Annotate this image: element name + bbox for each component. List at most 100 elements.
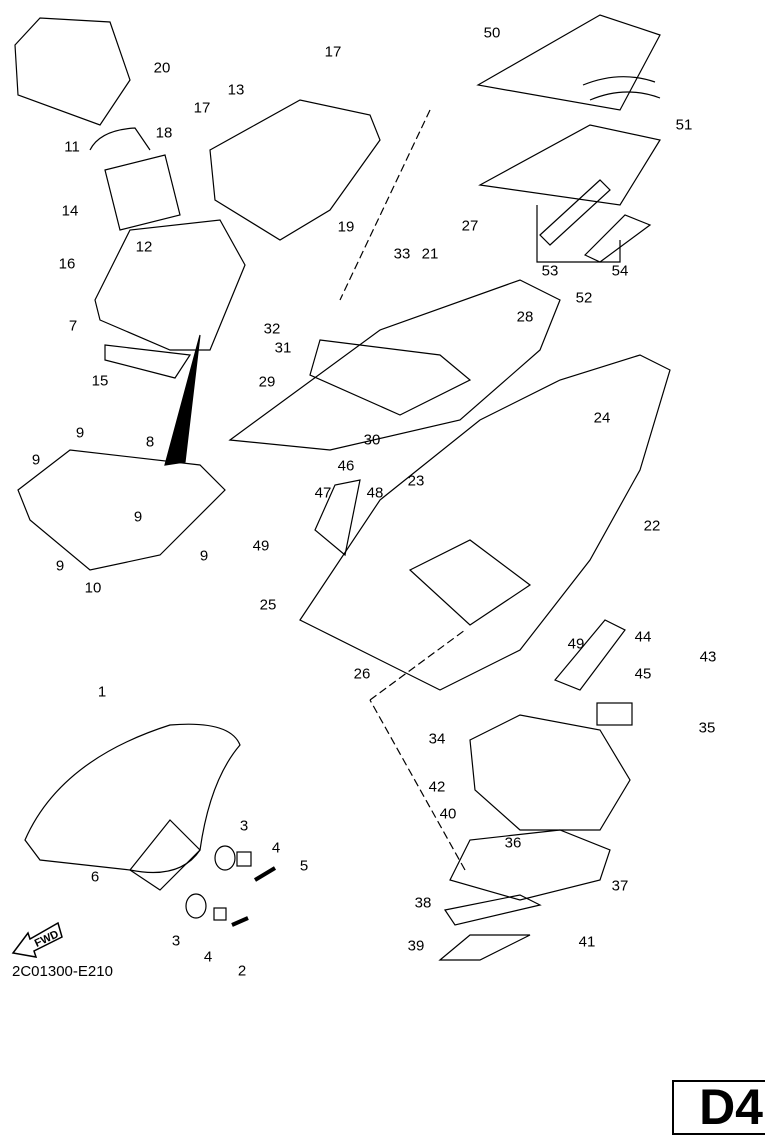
callout-10: 10 xyxy=(84,579,102,597)
callout-19: 19 xyxy=(337,218,355,236)
fwd-arrow-icon: FWD xyxy=(11,921,63,958)
callout-17: 17 xyxy=(193,99,211,117)
callout-30: 30 xyxy=(363,431,381,449)
callout-22: 22 xyxy=(643,517,661,535)
callout-25: 25 xyxy=(259,596,277,614)
callout-23: 23 xyxy=(407,472,425,490)
callout-9: 9 xyxy=(55,557,65,575)
callout-27: 27 xyxy=(461,217,479,235)
part-20 xyxy=(14,17,131,126)
part-22 xyxy=(299,354,671,691)
part-52-bag xyxy=(478,124,661,206)
part-7 xyxy=(94,219,246,351)
callout-14: 14 xyxy=(61,202,79,220)
callout-24: 24 xyxy=(593,409,611,427)
part-54 xyxy=(583,214,652,263)
part-3 xyxy=(214,845,236,871)
part-53 xyxy=(539,179,611,246)
callout-20: 20 xyxy=(153,59,171,77)
callout-42: 42 xyxy=(428,778,446,796)
callout-39: 39 xyxy=(407,937,425,955)
page-id: D4 xyxy=(699,1079,763,1135)
callout-12: 12 xyxy=(135,238,153,256)
part-15 xyxy=(104,344,192,379)
callout-33: 33 xyxy=(393,245,411,263)
part-47 xyxy=(314,479,361,557)
part-34 xyxy=(469,714,631,831)
callout-9: 9 xyxy=(133,508,143,526)
callout-36: 36 xyxy=(504,834,522,852)
callout-40: 40 xyxy=(439,805,457,823)
callout-4: 4 xyxy=(203,948,213,966)
callout-37: 37 xyxy=(611,877,629,895)
part-37 xyxy=(449,829,611,901)
callout-38: 38 xyxy=(414,894,432,912)
callout-4: 4 xyxy=(271,839,281,857)
callout-8: 8 xyxy=(145,433,155,451)
part-3b xyxy=(185,893,207,919)
callout-49: 49 xyxy=(252,537,270,555)
callout-41: 41 xyxy=(578,933,596,951)
part-rear-frame xyxy=(209,99,381,241)
diagram-code: 2C01300-E210 xyxy=(12,963,113,980)
callout-50: 50 xyxy=(483,24,501,42)
callout-35: 35 xyxy=(698,719,716,737)
callout-9: 9 xyxy=(199,547,209,565)
fwd-text: FWD xyxy=(33,928,61,949)
part-1 xyxy=(24,723,241,874)
page-id-box: D4 xyxy=(672,1079,765,1135)
callout-48: 48 xyxy=(366,484,384,502)
callout-9: 9 xyxy=(75,424,85,442)
part-44 xyxy=(554,619,626,691)
part-1-lower xyxy=(129,819,201,891)
callout-47: 47 xyxy=(314,484,332,502)
callout-26: 26 xyxy=(353,665,371,683)
callout-15: 15 xyxy=(91,372,109,390)
part-11 xyxy=(89,127,151,151)
callout-21: 21 xyxy=(421,245,439,263)
callout-1: 1 xyxy=(97,683,107,701)
assembly-lines xyxy=(339,109,466,871)
fwd-arrow: FWD xyxy=(10,915,65,965)
callout-11: 11 xyxy=(64,138,80,156)
part-4b xyxy=(213,907,227,921)
part-38 xyxy=(444,894,542,926)
part-50 xyxy=(476,14,661,111)
callout-13: 13 xyxy=(227,81,245,99)
callout-9: 9 xyxy=(31,451,41,469)
part-51 xyxy=(582,76,661,101)
part-14 xyxy=(104,154,181,231)
callout-32: 32 xyxy=(263,320,281,338)
callout-29: 29 xyxy=(258,373,276,391)
part-23 xyxy=(408,539,532,626)
pointer-arrow xyxy=(164,334,201,466)
callout-43: 43 xyxy=(699,648,717,666)
part-39 xyxy=(438,934,531,961)
callout-3: 3 xyxy=(171,932,181,950)
part-5-2 xyxy=(231,866,277,927)
callout-2: 2 xyxy=(237,962,247,980)
callout-6: 6 xyxy=(90,868,100,886)
callout-54: 54 xyxy=(611,262,629,280)
callout-31: 31 xyxy=(274,339,292,357)
callout-28: 28 xyxy=(516,308,534,326)
callout-3: 3 xyxy=(239,817,249,835)
callout-17: 17 xyxy=(324,43,342,61)
callout-52: 52 xyxy=(575,289,593,307)
callout-7: 7 xyxy=(68,317,78,335)
callout-5: 5 xyxy=(299,857,309,875)
callout-16: 16 xyxy=(58,255,76,273)
part-4 xyxy=(236,851,252,867)
part-29 xyxy=(309,339,472,416)
callout-53: 53 xyxy=(541,262,559,280)
part-9-tray xyxy=(17,449,226,571)
bracket-52 xyxy=(536,205,621,263)
callout-51: 51 xyxy=(675,116,693,134)
callout-49: 49 xyxy=(567,635,585,653)
callout-45: 45 xyxy=(634,665,652,683)
part-upper-frame xyxy=(228,279,561,451)
callout-18: 18 xyxy=(155,124,173,142)
callout-44: 44 xyxy=(634,628,652,646)
